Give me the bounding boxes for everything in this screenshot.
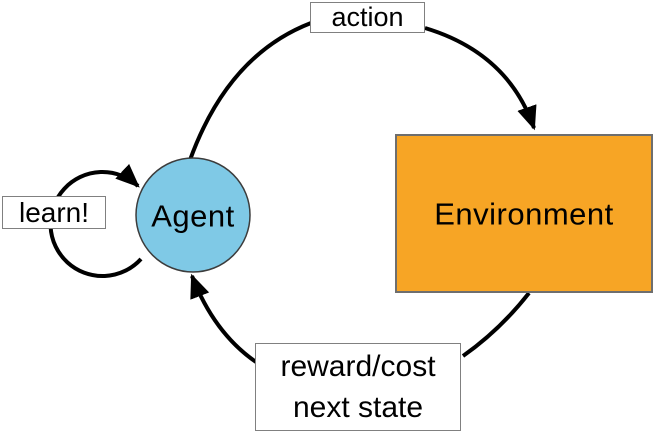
learn-edge-label: learn! [2, 196, 106, 229]
environment-node-label: Environment [434, 196, 614, 232]
action-edge-label: action [310, 2, 425, 33]
feedback-arrow-segment-right [461, 291, 531, 358]
agent-node-label: Agent [151, 198, 235, 234]
feedback-arrow-segment-left [190, 273, 258, 364]
action-arrow-segment-right [424, 26, 537, 131]
environment-node [395, 134, 653, 293]
agent-node [135, 157, 251, 273]
feedback-label-line1: reward/cost [280, 350, 436, 383]
feedback-label-line2: next state [292, 391, 424, 424]
feedback-edge-label: reward/cost next state [255, 343, 461, 431]
action-arrow-segment-left [188, 21, 312, 161]
